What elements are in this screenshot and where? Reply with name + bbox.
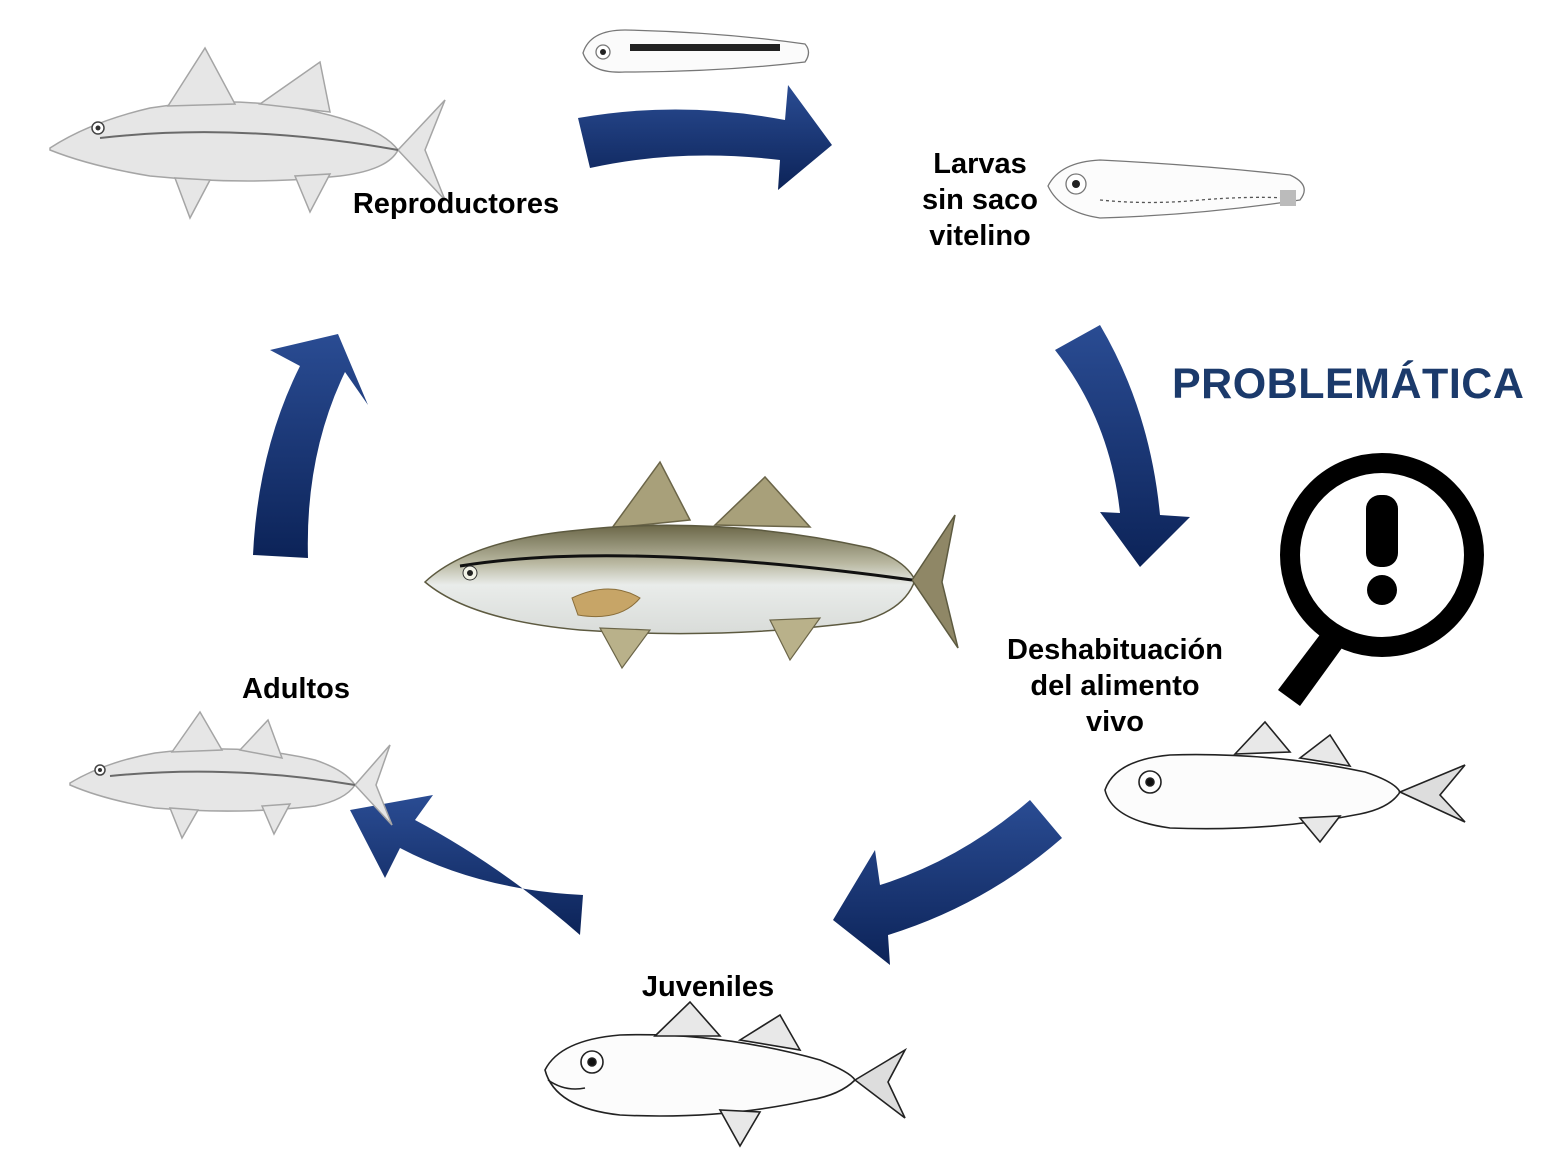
label-reproductores: Reproductores [326, 186, 586, 222]
label-deshabituacion: Deshabituación del alimento vivo [980, 632, 1250, 740]
arrow-larvas-to-deshabituacion [1055, 325, 1190, 567]
arrow-adultos-to-reproductores [253, 334, 368, 558]
larva-early-image [583, 30, 809, 72]
label-adultos: Adultos [206, 671, 386, 707]
juveniles-fish-image [545, 1002, 905, 1146]
label-juveniles: Juveniles [608, 969, 808, 1005]
magnifier-exclamation-icon [1278, 463, 1474, 706]
deshabituacion-fish-image [1105, 722, 1465, 842]
arrow-reproductores-to-larvas [578, 85, 832, 190]
label-larvas: Larvas sin saco vitelino [880, 146, 1080, 254]
arrow-deshabituacion-to-juveniles [833, 800, 1062, 965]
larva-sin-saco-image [1048, 160, 1304, 218]
problem-title: PROBLEMÁTICA [1172, 360, 1524, 409]
adultos-fish-image [70, 712, 392, 838]
snook-central-image [425, 462, 958, 668]
